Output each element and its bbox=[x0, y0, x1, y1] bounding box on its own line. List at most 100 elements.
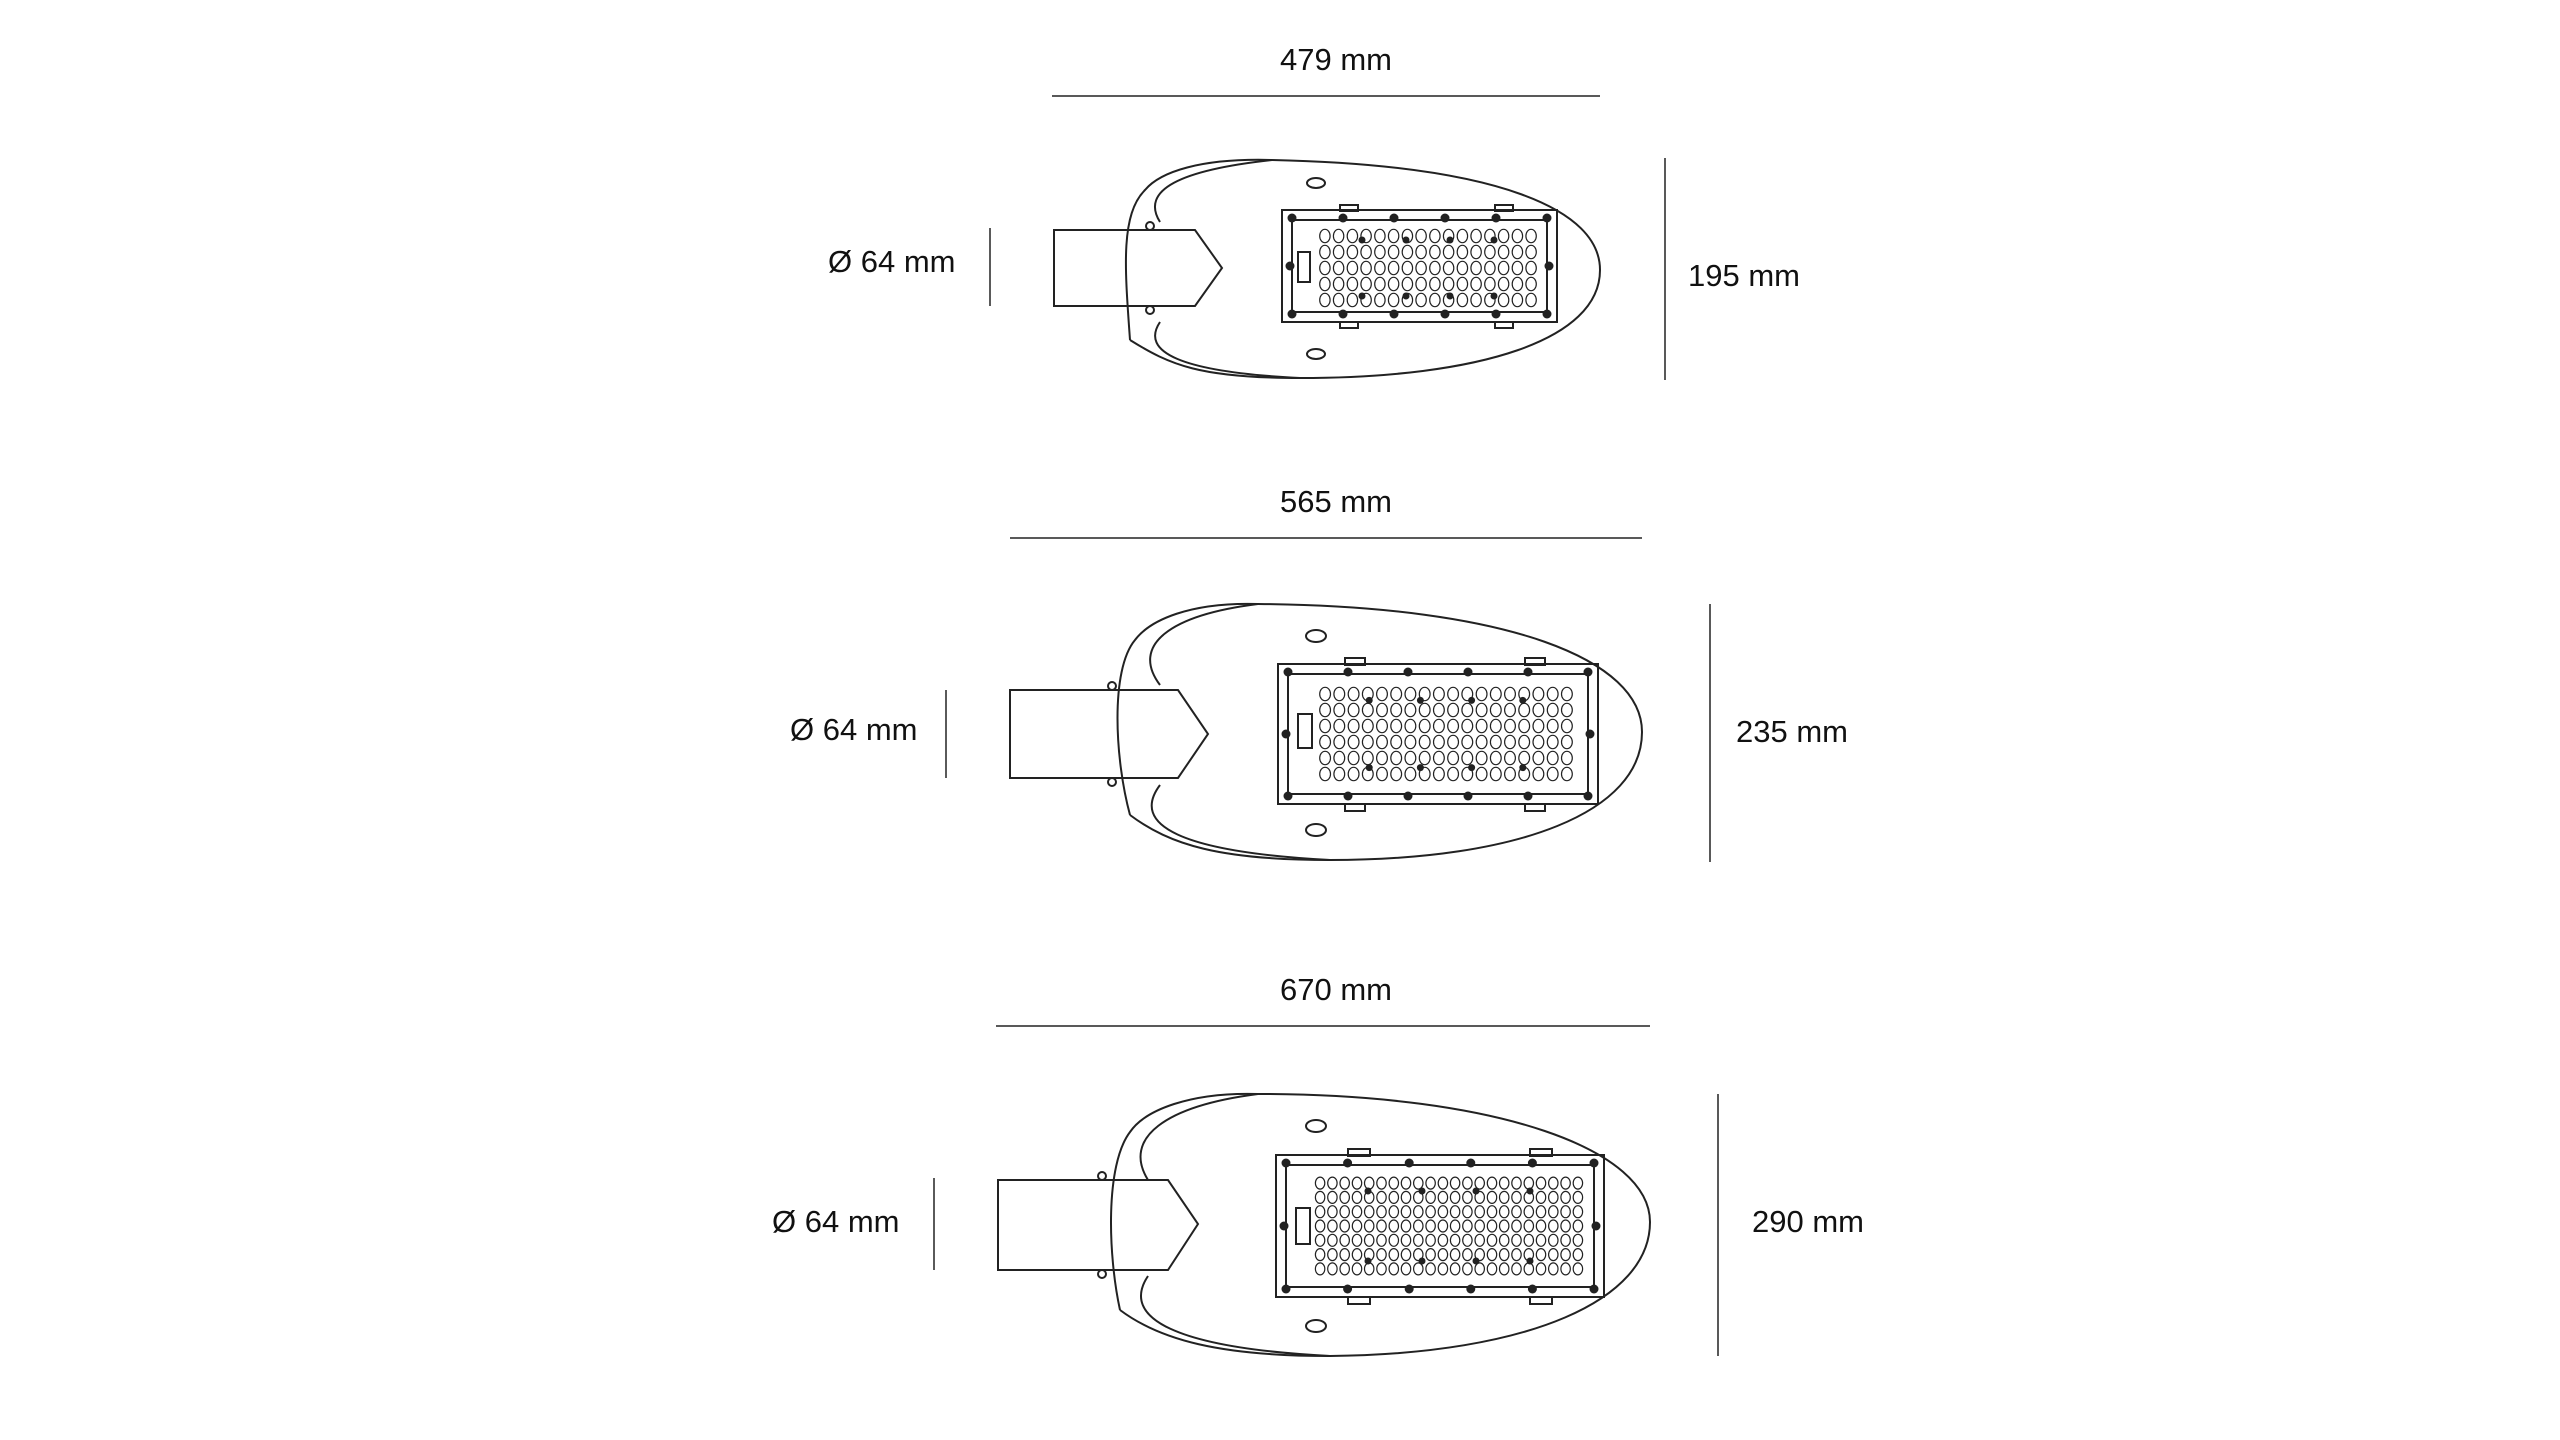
led-lens bbox=[1351, 1190, 1363, 1205]
led-lens bbox=[1413, 1247, 1424, 1262]
led-lens bbox=[1535, 1262, 1547, 1276]
led-lens bbox=[1461, 686, 1474, 702]
led-lens bbox=[1425, 1205, 1436, 1219]
screw bbox=[1523, 791, 1533, 801]
led-lens bbox=[1535, 1176, 1547, 1190]
led-lens bbox=[1474, 1262, 1485, 1276]
screw bbox=[1589, 1284, 1599, 1294]
screw bbox=[1343, 791, 1353, 801]
led-lens bbox=[1449, 1262, 1461, 1276]
led-lens bbox=[1462, 1190, 1473, 1205]
led-lens bbox=[1548, 1233, 1559, 1247]
led-lens bbox=[1503, 718, 1516, 734]
led-lens bbox=[1572, 1190, 1584, 1205]
led-lens bbox=[1462, 1233, 1473, 1247]
led-lens bbox=[1363, 1176, 1375, 1190]
screw bbox=[1281, 729, 1291, 739]
led-lens bbox=[1404, 734, 1417, 750]
led-lens bbox=[1484, 244, 1496, 260]
led-lens bbox=[1327, 1233, 1338, 1247]
led-fixing-dot bbox=[1364, 1187, 1372, 1195]
led-lens bbox=[1449, 1233, 1461, 1247]
led-lens bbox=[1390, 766, 1403, 782]
led-lens bbox=[1462, 1219, 1473, 1233]
led-lens bbox=[1456, 292, 1469, 308]
pole-diameter-label: Ø 64 mm bbox=[790, 712, 917, 747]
led-lens bbox=[1560, 1190, 1571, 1205]
led-lens bbox=[1470, 276, 1482, 292]
led-lens bbox=[1333, 750, 1346, 766]
led-lens bbox=[1314, 1247, 1326, 1262]
led-lens bbox=[1401, 260, 1414, 276]
led-grid bbox=[1319, 686, 1573, 782]
led-lens bbox=[1418, 750, 1431, 766]
led-lens bbox=[1548, 1219, 1559, 1233]
led-lens bbox=[1346, 228, 1359, 244]
led-lens bbox=[1376, 1262, 1387, 1276]
led-lens bbox=[1511, 1247, 1522, 1262]
led-lens bbox=[1442, 276, 1455, 292]
screw bbox=[1463, 667, 1473, 677]
screw bbox=[1589, 1158, 1599, 1168]
led-module-frame bbox=[1277, 663, 1599, 805]
screw bbox=[1404, 1284, 1414, 1294]
width-dimension-label: 479 mm bbox=[1280, 42, 1392, 77]
led-lens bbox=[1332, 228, 1345, 244]
led-lens bbox=[1498, 1219, 1510, 1233]
led-lens bbox=[1390, 702, 1403, 718]
led-lens bbox=[1486, 1247, 1498, 1262]
screw bbox=[1283, 791, 1293, 801]
led-fixing-dot bbox=[1526, 1187, 1534, 1195]
led-fixing-dot bbox=[1402, 236, 1410, 244]
led-module-inner-frame bbox=[1285, 1164, 1595, 1288]
led-lens bbox=[1572, 1205, 1584, 1219]
led-lens bbox=[1461, 750, 1474, 766]
led-lens bbox=[1327, 1190, 1338, 1205]
led-fixing-dot bbox=[1519, 764, 1527, 772]
led-lens bbox=[1400, 1219, 1412, 1233]
screw bbox=[1544, 261, 1554, 271]
led-lens bbox=[1532, 686, 1545, 702]
led-lens bbox=[1511, 276, 1524, 292]
led-lens bbox=[1319, 244, 1331, 260]
led-lens bbox=[1319, 228, 1331, 244]
led-lens bbox=[1535, 1219, 1547, 1233]
led-lens bbox=[1525, 260, 1537, 276]
led-fixing-dot bbox=[1416, 764, 1424, 772]
led-lens bbox=[1572, 1219, 1584, 1233]
led-lens bbox=[1361, 734, 1374, 750]
led-lens bbox=[1374, 244, 1386, 260]
led-lens bbox=[1462, 1176, 1473, 1190]
led-lens bbox=[1388, 1190, 1400, 1205]
led-lens bbox=[1548, 1176, 1559, 1190]
screw bbox=[1389, 213, 1399, 223]
led-lens bbox=[1560, 1262, 1571, 1276]
led-lens bbox=[1475, 766, 1488, 782]
led-lens bbox=[1360, 276, 1372, 292]
led-fixing-dot bbox=[1468, 764, 1476, 772]
led-lens bbox=[1546, 702, 1559, 718]
luminaire-outline bbox=[1110, 1092, 1652, 1358]
led-lens bbox=[1319, 260, 1331, 276]
led-lens bbox=[1572, 1233, 1584, 1247]
led-lens bbox=[1548, 1247, 1559, 1262]
led-lens bbox=[1376, 1190, 1387, 1205]
led-lens bbox=[1518, 718, 1531, 734]
screw bbox=[1343, 667, 1353, 677]
led-lens bbox=[1363, 1262, 1375, 1276]
led-fixing-dot bbox=[1490, 236, 1498, 244]
led-lens bbox=[1486, 1205, 1498, 1219]
driver-box bbox=[1297, 713, 1313, 749]
led-lens bbox=[1388, 1233, 1400, 1247]
led-lens bbox=[1376, 1219, 1387, 1233]
led-lens bbox=[1489, 734, 1502, 750]
led-lens bbox=[1404, 702, 1417, 718]
led-lens bbox=[1497, 260, 1510, 276]
led-lens bbox=[1388, 1247, 1400, 1262]
led-lens bbox=[1449, 1176, 1461, 1190]
led-lens bbox=[1360, 228, 1372, 244]
led-fixing-dot bbox=[1416, 696, 1424, 704]
led-lens bbox=[1532, 734, 1545, 750]
led-lens bbox=[1486, 1190, 1498, 1205]
